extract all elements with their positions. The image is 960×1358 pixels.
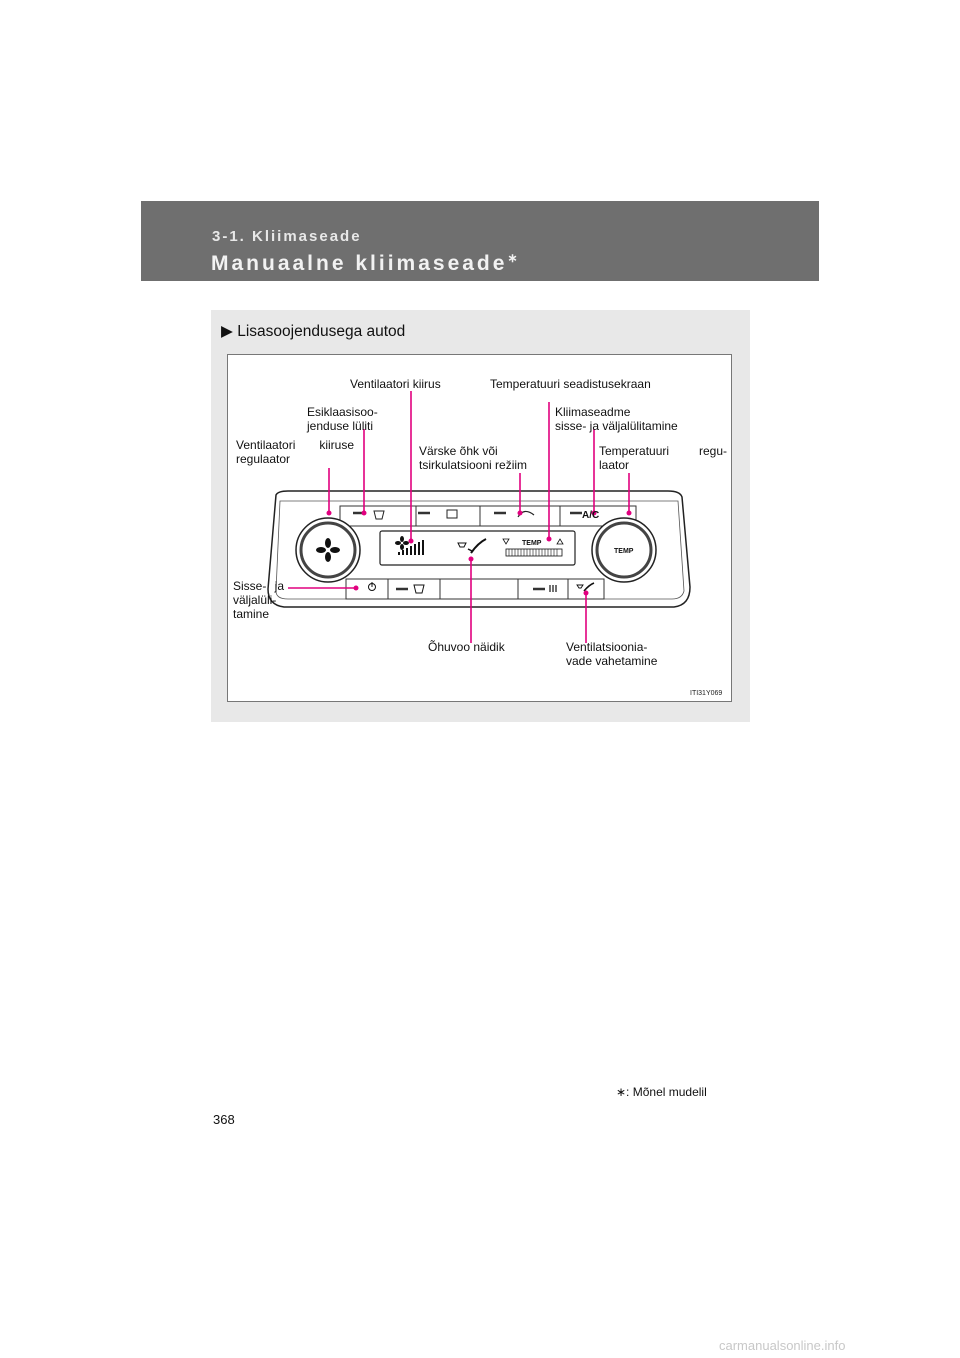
label-ac-switch: Kliimaseadme sisse- ja väljalülitamine xyxy=(555,405,678,433)
label-on-off: Sisse- ja väljalüli-tamine xyxy=(233,579,284,621)
label-temp-control: Temperatuuri regu-laator xyxy=(599,444,727,472)
label-temp-display: Temperatuuri seadistusekraan xyxy=(490,377,651,391)
figure-title-text: Lisasoojendusega autod xyxy=(237,323,406,340)
title-text: Manuaalne kliimaseade xyxy=(211,252,508,275)
figure-illustration: A/C TEMP TEMP Ventilaatori kiirus Temper… xyxy=(227,354,732,702)
fan-knob xyxy=(295,517,361,583)
label-airflow-indicator: Õhuvoo näidik xyxy=(428,640,505,654)
bottom-button-row xyxy=(345,578,605,600)
climate-panel-drawing xyxy=(267,391,691,643)
page-number: 368 xyxy=(213,1112,235,1127)
label-vent-mode: Ventilatsioonia- vade vahetamine xyxy=(566,640,658,668)
display-screen xyxy=(379,530,576,566)
figure-code: ITI31Y069 xyxy=(690,690,723,697)
ac-label: A/C xyxy=(582,510,600,521)
leader-lines xyxy=(288,391,630,643)
footnote: ∗: Mõnel mudelil xyxy=(616,1085,707,1099)
label-fan-speed: Ventilaatori kiirus xyxy=(350,377,441,391)
page-title: Manuaalne kliimaseade∗ xyxy=(211,251,518,276)
figure-title: ▶ Lisasoojendusega autod xyxy=(221,322,405,341)
title-asterisk: ∗ xyxy=(507,251,518,265)
arrow-icon: ▶ xyxy=(221,323,233,340)
label-fan-control: Ventilaatori kiiruse regulaator xyxy=(236,438,354,466)
temp-knob-label: TEMP xyxy=(614,548,634,555)
section-title: 3-1. Kliimaseade xyxy=(212,228,362,245)
watermark: carmanualsonline.info xyxy=(719,1338,846,1353)
display-temp-label: TEMP xyxy=(522,540,542,547)
leader-dots xyxy=(326,510,632,596)
label-air-mode: Värske õhk või tsirkulatsiooni režiim xyxy=(419,444,528,472)
label-defroster: Esiklaasisoo- jenduse lüliti xyxy=(307,405,378,433)
temp-knob xyxy=(591,517,657,583)
top-button-row xyxy=(339,505,637,527)
header-bar: 3-1. Kliimaseade Manuaalne kliimaseade∗ xyxy=(141,201,819,281)
